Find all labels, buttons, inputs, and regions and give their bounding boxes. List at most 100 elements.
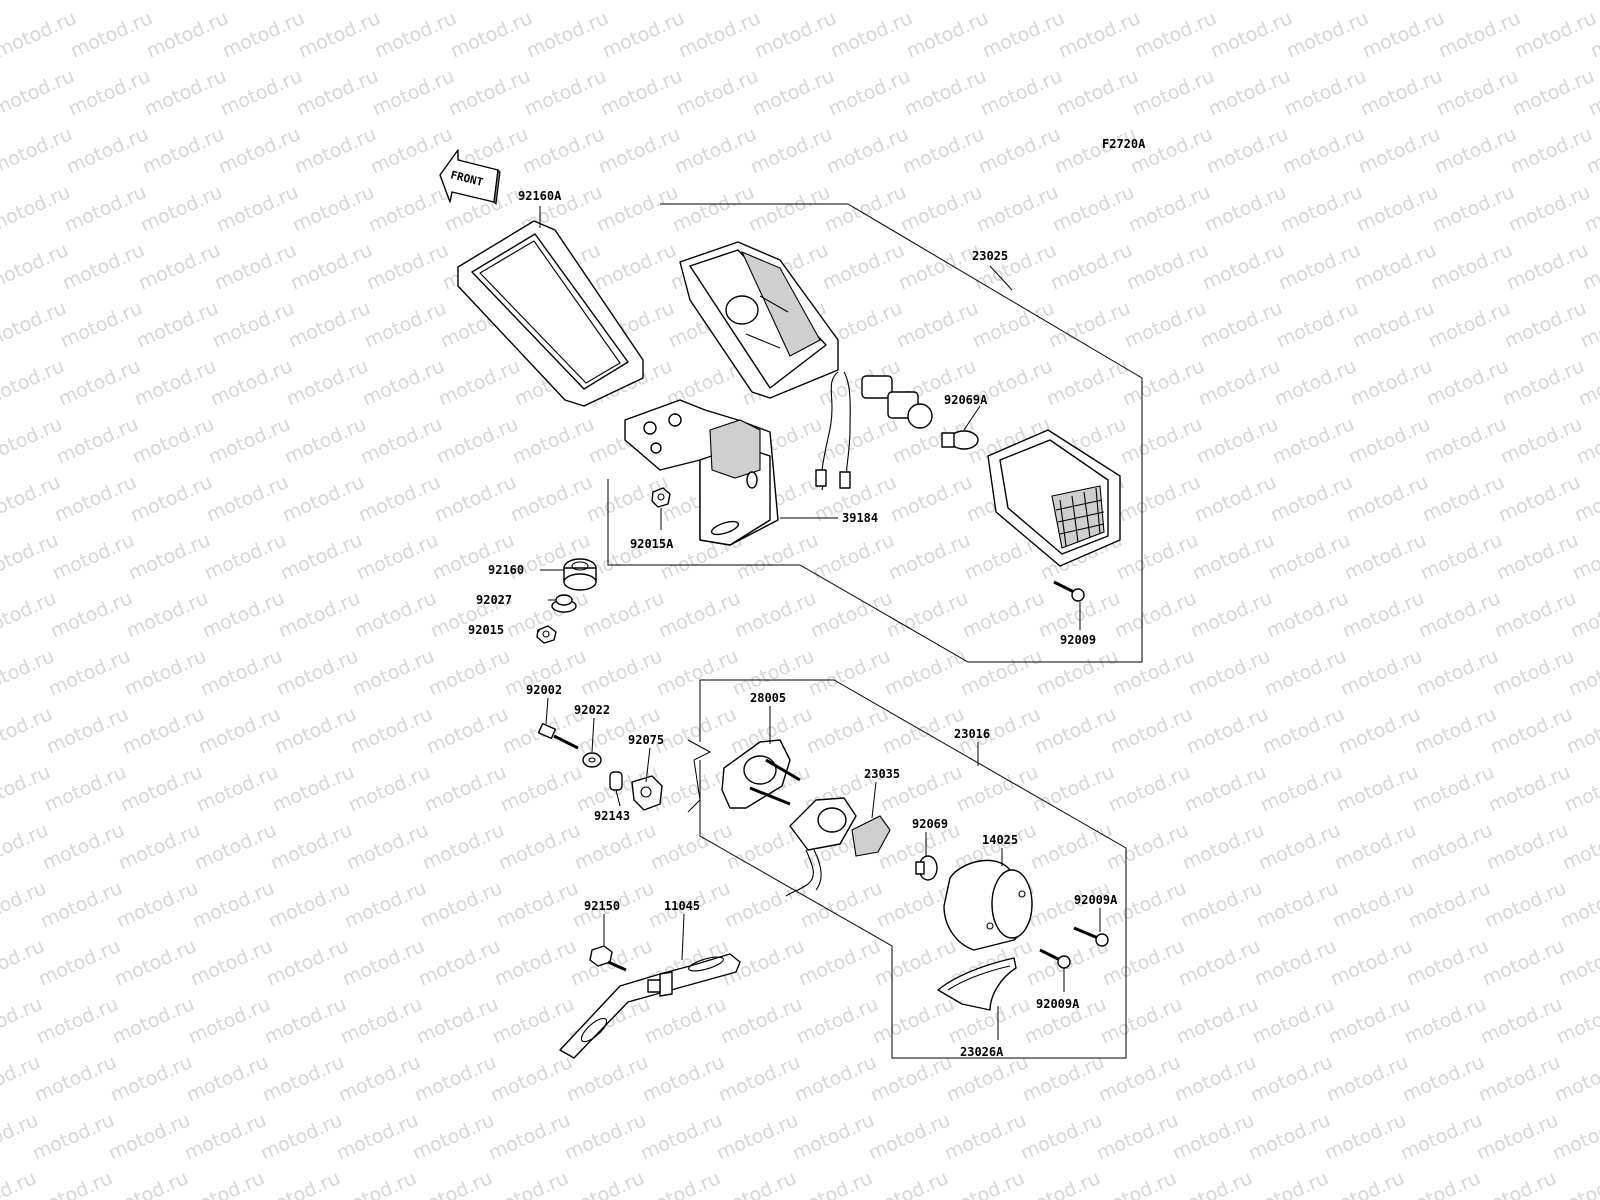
- watermark-text: motod.ru: [1397, 1109, 1486, 1165]
- watermark-text: motod.ru: [115, 819, 204, 875]
- watermark-text: motod.ru: [1187, 587, 1276, 643]
- watermark-text: motod.ru: [523, 7, 612, 63]
- screw-92009: [1053, 580, 1085, 602]
- watermark-text: motod.ru: [1131, 7, 1220, 63]
- watermark-text: motod.ru: [0, 239, 72, 295]
- watermark-text: motod.ru: [809, 529, 898, 585]
- watermark-text: motod.ru: [0, 297, 70, 353]
- watermark-text: motod.ru: [825, 65, 914, 121]
- watermark-text: motod.ru: [711, 1167, 800, 1200]
- watermark-text: motod.ru: [103, 1167, 192, 1200]
- watermark-text: motod.ru: [887, 471, 976, 527]
- watermark-text: motod.ru: [1249, 993, 1338, 1049]
- watermark-text: motod.ru: [1171, 1051, 1260, 1107]
- watermark-text: motod.ru: [1335, 703, 1424, 759]
- watermark-text: motod.ru: [1351, 239, 1440, 295]
- callout-92015a: 92015A: [630, 537, 674, 551]
- watermark-text: motod.ru: [885, 529, 974, 585]
- watermark-text: motod.ru: [1015, 1167, 1104, 1200]
- watermark-text: motod.ru: [31, 1051, 120, 1107]
- watermark-text: motod.ru: [201, 529, 290, 585]
- watermark-text: motod.ru: [881, 645, 970, 701]
- watermark-text: motod.ru: [1395, 1167, 1484, 1200]
- watermark-text: motod.ru: [371, 7, 460, 63]
- callout-92027: 92027: [476, 593, 512, 607]
- watermark-text: motod.ru: [1343, 471, 1432, 527]
- watermark-text: motod.ru: [203, 471, 292, 527]
- watermark-text: motod.ru: [1319, 1167, 1408, 1200]
- watermark-text: motod.ru: [59, 239, 148, 295]
- watermark-text: motod.ru: [33, 993, 122, 1049]
- watermark-text: motod.ru: [655, 587, 744, 643]
- watermark-text: motod.ru: [1431, 123, 1520, 179]
- watermark-text: motod.ru: [823, 123, 912, 179]
- watermark-text: motod.ru: [187, 935, 276, 991]
- callout-92002: 92002: [526, 683, 562, 697]
- watermark-text: motod.ru: [111, 935, 200, 991]
- watermark-text: motod.ru: [493, 877, 582, 933]
- watermark-text: motod.ru: [1505, 181, 1594, 237]
- watermark-text: motod.ru: [1325, 993, 1414, 1049]
- assembly-23016-boundary: [699, 679, 1127, 1059]
- watermark-text: motod.ru: [1181, 761, 1270, 817]
- watermark-text: motod.ru: [1277, 181, 1366, 237]
- watermark-text: motod.ru: [1169, 1109, 1258, 1165]
- watermark-text: motod.ru: [713, 1109, 802, 1165]
- watermark-text: motod.ru: [419, 819, 508, 875]
- watermark-text: motod.ru: [335, 1051, 424, 1107]
- watermark-text: motod.ru: [1209, 0, 1298, 5]
- watermark-text: motod.ru: [1033, 645, 1122, 701]
- watermark-text: motod.ru: [219, 7, 308, 63]
- watermark-text: motod.ru: [1331, 819, 1420, 875]
- watermark-text: motod.ru: [361, 297, 450, 353]
- watermark-text: motod.ru: [447, 7, 536, 63]
- watermark-text: motod.ru: [903, 7, 992, 63]
- watermark-text: motod.ru: [1361, 0, 1450, 5]
- watermark-text: motod.ru: [57, 297, 146, 353]
- watermark-text: motod.ru: [0, 7, 80, 63]
- watermark-text: motod.ru: [127, 471, 216, 527]
- watermark-text: motod.ru: [129, 413, 218, 469]
- watermark-text: motod.ru: [341, 877, 430, 933]
- callout-92075: 92075: [628, 733, 664, 747]
- watermark-text: motod.ru: [953, 761, 1042, 817]
- watermark-text: motod.ru: [1321, 1109, 1410, 1165]
- watermark-text: motod.ru: [1481, 877, 1570, 933]
- watermark-text: motod.ru: [957, 645, 1046, 701]
- watermark-text: motod.ru: [431, 471, 520, 527]
- watermark-text: motod.ru: [1125, 181, 1214, 237]
- watermark-text: motod.ru: [1045, 297, 1134, 353]
- watermark-text: motod.ru: [373, 0, 462, 5]
- watermark-text: motod.ru: [1197, 297, 1286, 353]
- callout-28005: 28005: [750, 691, 786, 705]
- watermark-text: motod.ru: [1109, 645, 1198, 701]
- watermark-text: motod.ru: [883, 587, 972, 643]
- watermark-text: motod.ru: [751, 7, 840, 63]
- watermark-text: motod.ru: [69, 0, 158, 5]
- watermark-text: motod.ru: [357, 413, 446, 469]
- watermark-text: motod.ru: [509, 413, 598, 469]
- watermark-text: motod.ru: [53, 413, 142, 469]
- watermark-text: motod.ru: [1133, 0, 1222, 5]
- watermark-text: motod.ru: [1337, 645, 1426, 701]
- watermark-text: motod.ru: [1113, 529, 1202, 585]
- callout-92160a: 92160A: [518, 189, 562, 203]
- callout-92009a-lower: 92009A: [1036, 997, 1080, 1011]
- watermark-text: motod.ru: [829, 0, 918, 5]
- watermark-text: motod.ru: [195, 703, 284, 759]
- watermark-text: motod.ru: [1117, 413, 1206, 469]
- watermark-text: motod.ru: [1265, 529, 1354, 585]
- screw-92009a-upper: [1073, 926, 1109, 947]
- watermark-text: motod.ru: [1329, 877, 1418, 933]
- watermark-text: motod.ru: [959, 587, 1048, 643]
- watermark-text: motod.ru: [291, 123, 380, 179]
- watermark-text: motod.ru: [295, 7, 384, 63]
- watermark-text: motod.ru: [0, 529, 62, 585]
- watermark-text: motod.ru: [497, 761, 586, 817]
- watermark-text: motod.ru: [257, 1109, 346, 1165]
- watermark-text: motod.ru: [721, 877, 810, 933]
- watermark-text: motod.ru: [0, 123, 76, 179]
- watermark-text: motod.ru: [1493, 529, 1582, 585]
- watermark-text: motod.ru: [119, 703, 208, 759]
- watermark-text: motod.ru: [635, 1167, 724, 1200]
